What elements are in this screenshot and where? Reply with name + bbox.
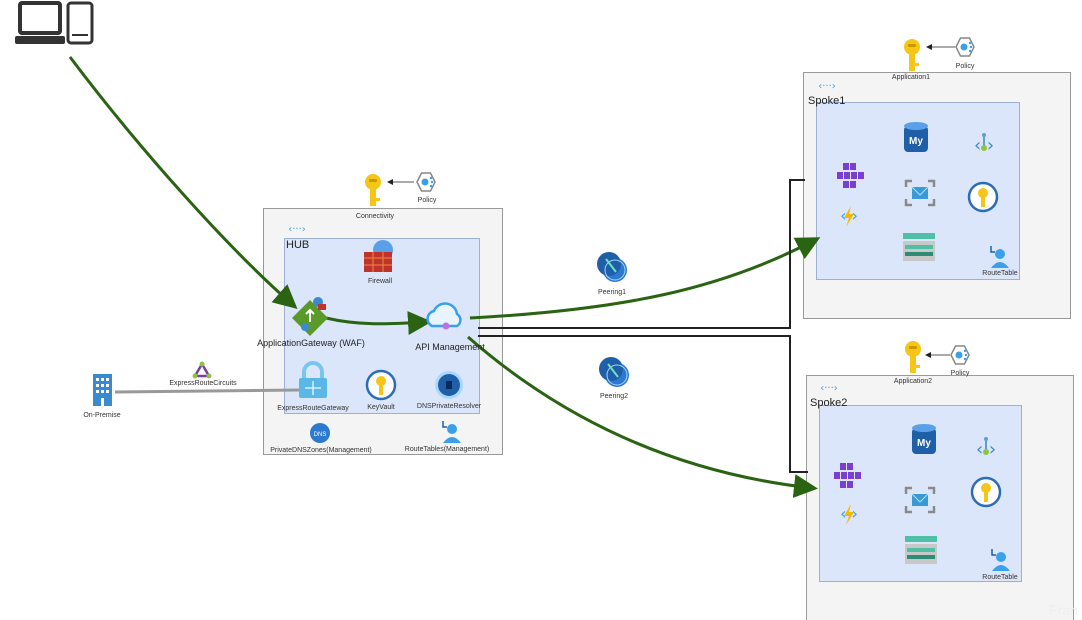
keyvault-label: KeyVault — [367, 404, 395, 411]
spoke2-storage-icon — [905, 536, 937, 564]
hub-vnet-icon — [288, 224, 306, 235]
spoke2-function-app-icon — [840, 504, 858, 525]
spoke1-vnet-icon — [818, 81, 836, 92]
spoke2-vnet-label: Spoke2 — [810, 397, 848, 409]
peering1-label: Peering1 — [597, 289, 627, 296]
firewall-label: Firewall — [367, 278, 393, 285]
expressroute-circuit-label: ExpressRouteCircuits — [169, 380, 237, 387]
spoke2-subscription-label: Application2 — [893, 378, 933, 385]
keyvault-icon — [365, 369, 397, 401]
spoke1-kubernetes-icon — [837, 163, 864, 188]
hub-policy-icon — [416, 172, 436, 192]
spoke2-keyvault-icon — [970, 476, 1002, 508]
spoke1-subscription-label: Application1 — [891, 74, 931, 81]
svg-text:DNS: DNS — [314, 432, 327, 438]
spoke2-route-table-icon — [991, 548, 1011, 572]
spoke1-keyvault-icon — [967, 181, 999, 213]
peering2-label: Peering2 — [599, 393, 629, 400]
dns-private-resolver-icon — [435, 371, 463, 399]
phone-icon — [66, 1, 94, 45]
peering2-icon — [598, 356, 630, 388]
expressroute-link — [114, 388, 301, 394]
spoke1-route-table-icon — [990, 245, 1010, 269]
spoke1-storage-icon — [903, 233, 935, 261]
expressroute-circuit-icon — [192, 361, 212, 379]
apim-to-spoke2-flow — [467, 335, 818, 498]
app-gateway-label: ApplicationGateway (WAF) — [257, 338, 365, 348]
hub-subscription-label: Connectivity — [355, 213, 395, 220]
hub-spoke1-peering-line — [478, 179, 805, 329]
peering1-icon — [596, 251, 628, 283]
on-premise-label: On-Premise — [83, 412, 121, 419]
spoke2-route-table-label: RouteTable — [982, 574, 1018, 581]
spoke2-api-connection-icon — [974, 436, 998, 461]
firewall-icon — [364, 240, 393, 272]
spoke1-mysql-icon — [904, 122, 928, 152]
spoke1-subscription-key-icon — [904, 39, 920, 71]
on-premise-building-icon — [93, 374, 112, 406]
spoke1-route-table-label: RouteTable — [982, 270, 1018, 277]
spoke1-function-app-icon — [840, 206, 858, 227]
spoke1-communication-service-icon — [904, 179, 936, 207]
spoke2-policy-icon — [950, 345, 970, 365]
spoke1-api-connection-icon — [972, 132, 996, 157]
expressroute-gateway-label: ExpressRouteGateway — [277, 405, 349, 412]
private-dns-zones-icon: DNS — [310, 423, 330, 443]
hub-policy-label: Policy — [417, 197, 437, 204]
dns-resolver-label: DNSPrivateResolver — [416, 403, 482, 410]
client-to-appgw-flow — [68, 56, 298, 309]
api-management-icon — [426, 302, 462, 330]
application-gateway-icon — [292, 297, 328, 336]
route-tables-label: RouteTables(Management) — [404, 446, 490, 453]
private-dns-label: PrivateDNSZones(Management) — [270, 447, 372, 454]
spoke2-mysql-icon — [912, 424, 936, 454]
spoke2-subscription-key-icon — [905, 341, 921, 373]
route-tables-icon — [442, 420, 462, 444]
appgw-to-apim-flow — [325, 311, 432, 335]
laptop-icon — [15, 1, 65, 44]
hub-spoke2-peering-line — [478, 335, 808, 473]
spoke2-communication-service-icon — [904, 486, 936, 514]
hub-subscription-key-icon — [365, 174, 381, 206]
expressroute-gateway-icon — [299, 361, 327, 398]
watermark: Fran — [1049, 602, 1078, 618]
spoke2-policy-label: Policy — [950, 370, 970, 377]
spoke1-policy-label: Policy — [955, 63, 975, 70]
api-management-label: API Management — [415, 342, 485, 352]
spoke1-policy-icon — [955, 37, 975, 57]
spoke2-vnet-icon — [820, 383, 838, 394]
hub-vnet-label: HUB — [286, 239, 310, 251]
apim-to-spoke1-flow — [469, 237, 821, 320]
spoke2-kubernetes-icon — [834, 463, 861, 488]
spoke1-vnet-label: Spoke1 — [808, 95, 846, 107]
